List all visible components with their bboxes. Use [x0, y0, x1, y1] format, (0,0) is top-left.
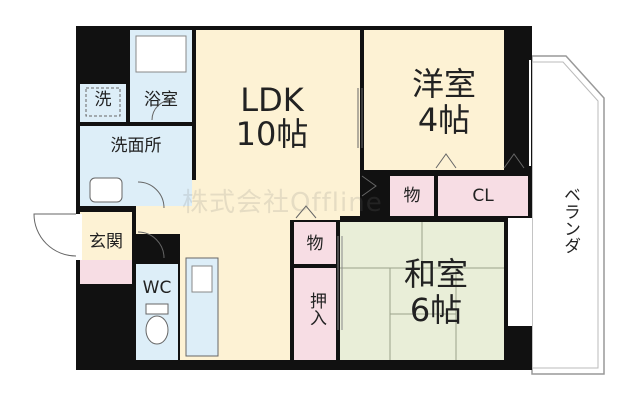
toilet-tank	[145, 303, 169, 315]
sentaku-label: 洗	[94, 90, 112, 110]
yoshitsu-floor	[364, 30, 504, 170]
ldk-name: LDK	[240, 81, 304, 119]
door-arc-ldk	[361, 175, 377, 197]
mono1-label: 物	[403, 186, 421, 206]
storage-bottom-wall	[340, 216, 532, 220]
kitchen-counter	[185, 257, 219, 357]
genkan-floor	[80, 212, 132, 260]
bath-bottom-wall	[80, 122, 192, 126]
cl-floor	[438, 176, 528, 216]
mono2-floor	[294, 222, 336, 264]
yoshitsu-bottom-wall	[360, 170, 532, 174]
yoshitsu-name: 洋室	[411, 65, 476, 103]
bathtub	[135, 35, 187, 73]
yokushitsu-label: 浴室	[144, 90, 178, 110]
washitsu-right-wall-line	[504, 218, 508, 326]
tatami-lines	[340, 222, 504, 360]
door-arc-wc	[137, 231, 165, 259]
sliding-door-marks	[295, 153, 525, 219]
bath-right-wall	[192, 30, 196, 180]
entry-door-opening	[76, 214, 82, 260]
sentaku-floor	[80, 84, 126, 122]
genkan-wall-top	[76, 206, 136, 212]
oshiire-label: 押入	[306, 292, 326, 326]
door-arc-bath	[151, 99, 173, 121]
watermark: 株式会社Offline	[182, 188, 383, 218]
washbasin	[89, 177, 123, 203]
column-bottom-right	[504, 326, 532, 370]
washitsu-name: 和室	[403, 255, 468, 293]
column-top-right	[504, 26, 532, 50]
genkan-label: 玄関	[89, 232, 123, 252]
oshiire-floor	[294, 268, 336, 360]
ldk-size: 10帖	[235, 115, 309, 153]
washitsu-size: 6帖	[409, 291, 463, 329]
closet-wall-left	[290, 220, 294, 364]
yoshitsu-window	[357, 88, 363, 148]
genkan-step	[80, 260, 132, 284]
balcony-label: ベランダ	[560, 186, 580, 254]
yoshitsu-size: 4帖	[417, 101, 471, 139]
wc-label: WC	[142, 278, 172, 298]
kitchen-sink	[191, 265, 213, 293]
door-arc-washroom	[137, 181, 165, 209]
closet-divider	[294, 264, 340, 268]
bath-divider	[126, 84, 130, 126]
ldk-floor-lower	[180, 180, 340, 220]
sentaku-box	[85, 87, 121, 117]
toilet-bowl	[145, 315, 169, 345]
window-marks-ldk	[337, 236, 343, 330]
mono1-floor	[390, 176, 434, 216]
senmenjo-label: 洗面所	[110, 136, 162, 156]
washitsu-right-wall	[504, 218, 532, 326]
wc-left-wall	[132, 232, 136, 364]
cl-label: CL	[472, 186, 494, 206]
mono2-label: 物	[306, 234, 324, 254]
entry-door-arc	[33, 213, 77, 257]
storage-divider-1	[434, 174, 438, 218]
